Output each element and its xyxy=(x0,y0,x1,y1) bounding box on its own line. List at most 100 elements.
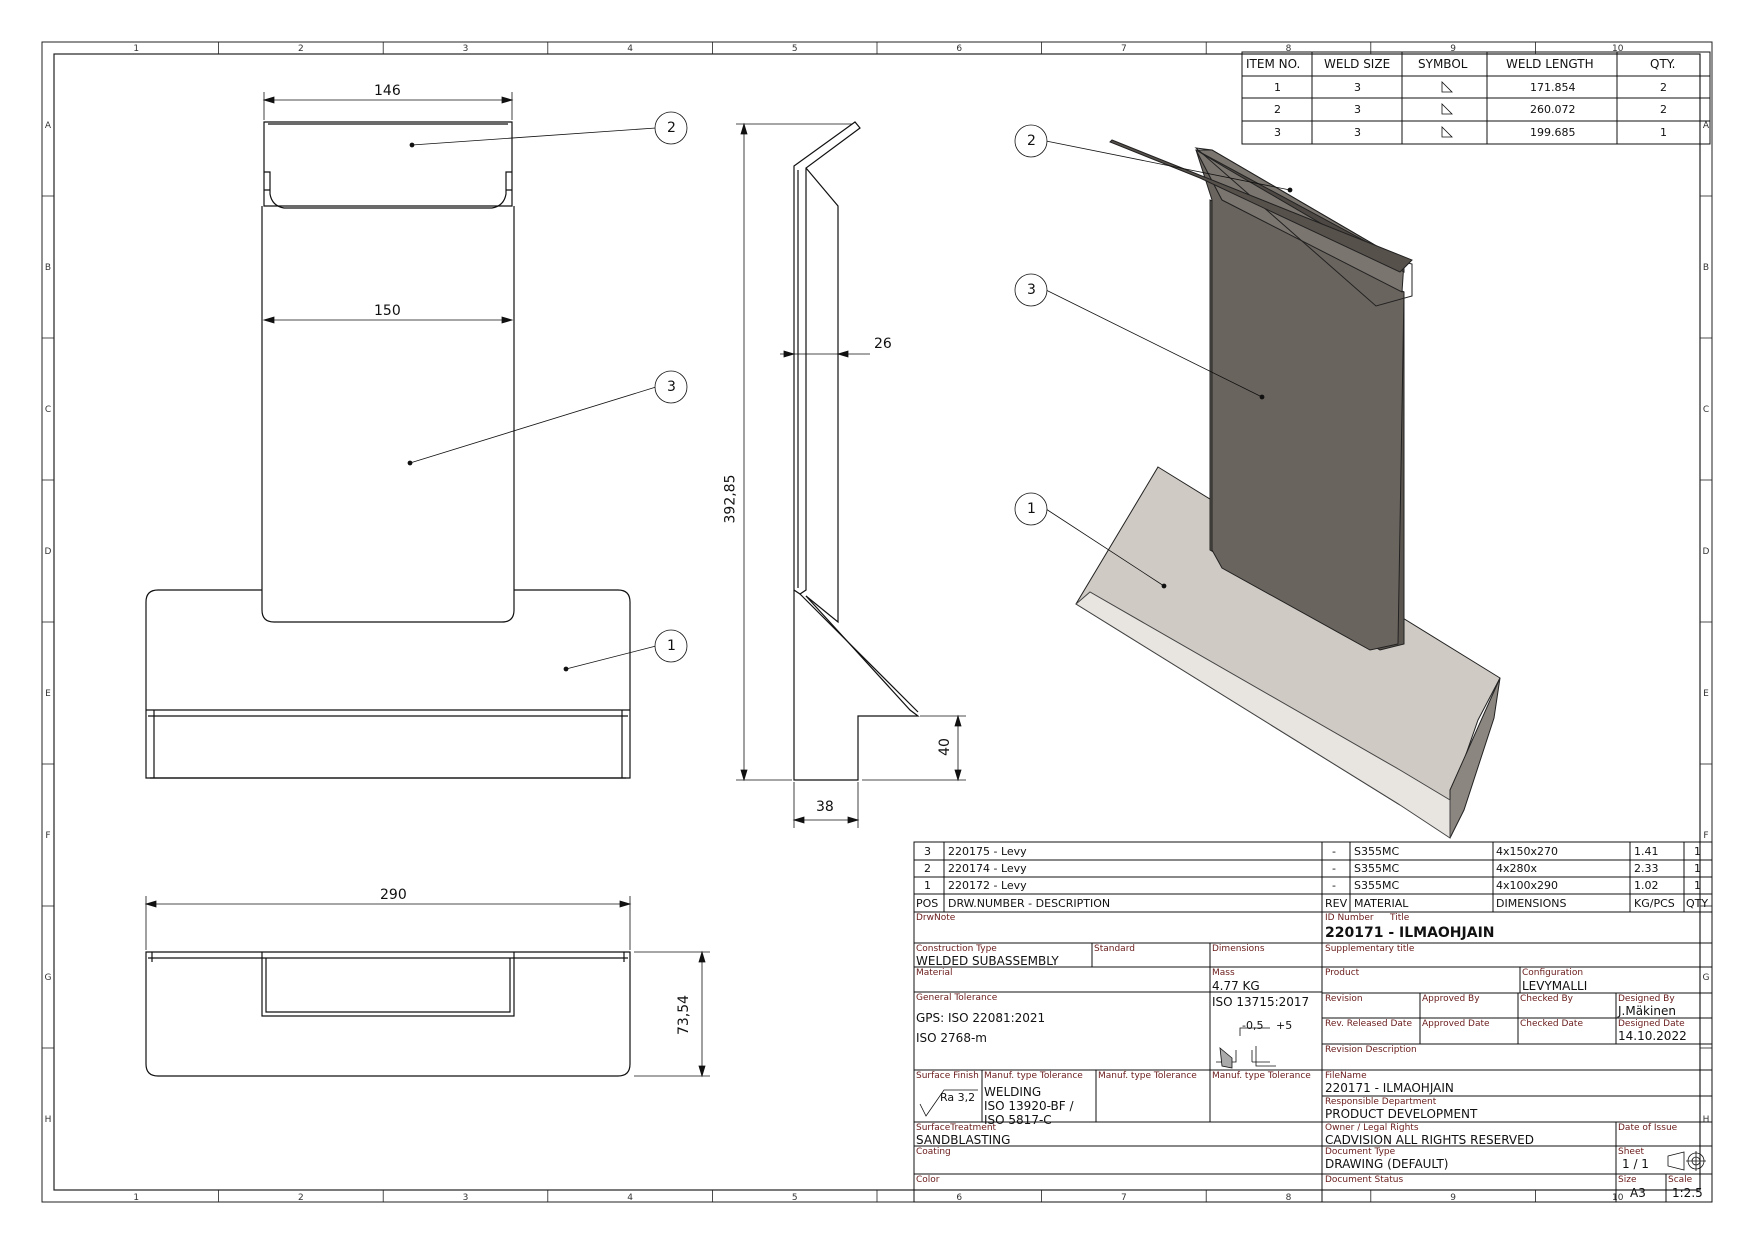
grid-column-label: 7 xyxy=(1121,1193,1127,1203)
dim-bottom-depth: 73,54 xyxy=(676,994,693,1036)
weld-row3-qty: 1 xyxy=(1660,126,1667,139)
weld-row2-item: 2 xyxy=(1274,103,1281,116)
grid-column-label: 7 xyxy=(1121,44,1127,54)
title-block-grid xyxy=(913,841,1713,1203)
part-row1-dims: 4x100x290 xyxy=(1496,879,1559,892)
weld-row3-length: 199.685 xyxy=(1530,126,1576,139)
document-status-label: Document Status xyxy=(1325,1175,1404,1185)
parts-header-qty: QTY xyxy=(1686,897,1709,910)
side-dimensions xyxy=(736,122,966,828)
sheet-size: A3 xyxy=(1630,1186,1646,1200)
balloon-front-2: 2 xyxy=(667,120,676,136)
surface-treatment: SANDBLASTING xyxy=(916,1133,1011,1147)
grid-column-label: 1 xyxy=(133,44,139,54)
manuf-tolerance-label-3: Manuf. type Tolerance xyxy=(1212,1071,1311,1081)
drwnote-label: DrwNote xyxy=(916,913,956,923)
iso-13715: ISO 13715:2017 xyxy=(1212,995,1310,1009)
dim-side-foot-width: 38 xyxy=(816,799,834,815)
part-row2-rev: - xyxy=(1332,862,1336,875)
part-row1-rev: - xyxy=(1332,879,1336,892)
weld-row3-size: 3 xyxy=(1354,126,1361,139)
sheet-number: 1 / 1 xyxy=(1622,1157,1649,1171)
parts-header-dims: DIMENSIONS xyxy=(1496,897,1567,910)
parts-header-desc: DRW.NUMBER - DESCRIPTION xyxy=(948,897,1111,910)
weld-row1-size: 3 xyxy=(1354,81,1361,94)
dim-side-thickness: 26 xyxy=(874,336,892,352)
responsible-department-label: Responsible Department xyxy=(1325,1097,1437,1107)
date-of-issue-label: Date of Issue xyxy=(1618,1123,1678,1133)
iso-balloons xyxy=(1014,124,1293,589)
weld-row2-qty: 2 xyxy=(1660,103,1667,116)
balloon-front-1: 1 xyxy=(667,638,676,654)
grid-column-label: 8 xyxy=(1286,1193,1292,1203)
weld-row3-item: 3 xyxy=(1274,126,1281,139)
part-row1-material: S355MC xyxy=(1354,879,1400,892)
part-row1-kg: 1.02 xyxy=(1634,879,1659,892)
front-balloons xyxy=(407,111,688,672)
dim-front-top: 146 xyxy=(374,83,401,99)
part-row2-dims: 4x280x xyxy=(1496,862,1538,875)
edge-minus: -0,5 xyxy=(1242,1019,1264,1032)
balloon-front-3: 3 xyxy=(667,379,676,395)
parts-header-kg: KG/PCS xyxy=(1634,897,1675,910)
grid-column-label: 4 xyxy=(627,1193,633,1203)
grid-column-label: 6 xyxy=(956,1193,962,1203)
grid-column-label: 9 xyxy=(1450,44,1456,54)
part-row3-desc: 220175 - Levy xyxy=(948,845,1027,858)
welding: WELDING xyxy=(984,1085,1042,1099)
part-row3-rev: - xyxy=(1332,845,1336,858)
owner: CADVISION ALL RIGHTS RESERVED xyxy=(1325,1133,1534,1147)
general-tolerance-label: General Tolerance xyxy=(916,993,998,1003)
document-type: DRAWING (DEFAULT) xyxy=(1325,1157,1449,1171)
isometric-view xyxy=(1075,139,1501,839)
revision-label: Revision xyxy=(1325,994,1363,1004)
balloon-iso-3: 3 xyxy=(1027,282,1036,298)
designed-by-label: Designed By xyxy=(1618,994,1675,1004)
designed-date-label: Designed Date xyxy=(1618,1019,1685,1029)
surface-finish-label: Surface Finish xyxy=(916,1071,979,1081)
coating-label: Coating xyxy=(916,1147,951,1157)
grid-column-label: 5 xyxy=(792,1193,798,1203)
weld-header-symbol: SYMBOL xyxy=(1418,57,1468,71)
weld-row1-item: 1 xyxy=(1274,81,1281,94)
part-row3-qty: 1 xyxy=(1694,845,1701,858)
color-label: Color xyxy=(916,1175,940,1185)
size-label: Size xyxy=(1618,1175,1637,1185)
grid-row-label: D xyxy=(1703,547,1710,557)
parts-header-pos: POS xyxy=(916,897,939,910)
gps-standard: GPS: ISO 22081:2021 xyxy=(916,1011,1046,1025)
document-type-label: Document Type xyxy=(1325,1147,1396,1157)
grid-row-label: D xyxy=(45,547,52,557)
designed-date: 14.10.2022 xyxy=(1618,1029,1687,1043)
sheet-label: Sheet xyxy=(1618,1147,1645,1157)
part-row2-kg: 2.33 xyxy=(1634,862,1659,875)
manuf-tolerance-label-2: Manuf. type Tolerance xyxy=(1098,1071,1197,1081)
checked-by-label: Checked By xyxy=(1520,994,1573,1004)
dim-bottom-width: 290 xyxy=(380,887,407,903)
filename-label: FileName xyxy=(1325,1071,1367,1081)
dimensions-label: Dimensions xyxy=(1212,944,1265,954)
dim-side-height: 392,85 xyxy=(722,474,739,524)
grid-row-label: B xyxy=(45,263,51,273)
title-label: Title xyxy=(1390,913,1410,923)
dim-side-foot-height: 40 xyxy=(936,738,953,756)
grid-row-label: G xyxy=(1703,973,1710,983)
weld-header-size: WELD SIZE xyxy=(1324,57,1391,71)
grid-column-label: 2 xyxy=(298,1193,304,1203)
filename: 220171 - ILMAOHJAIN xyxy=(1325,1081,1454,1095)
grid-row-label: H xyxy=(1703,1115,1710,1125)
surface-finish-symbol xyxy=(919,1089,978,1117)
part-row1-desc: 220172 - Levy xyxy=(948,879,1027,892)
material-label: Material xyxy=(916,968,953,978)
construction-type: WELDED SUBASSEMBLY xyxy=(916,954,1059,968)
part-row1-pos: 1 xyxy=(924,879,931,892)
id-number-label: ID Number xyxy=(1325,913,1374,923)
grid-row-label: E xyxy=(45,689,51,699)
grid-row-label: C xyxy=(1703,405,1709,415)
checked-date-label: Checked Date xyxy=(1520,1019,1583,1029)
designed-by: J.Mäkinen xyxy=(1618,1004,1676,1018)
parts-header-rev: REV xyxy=(1325,897,1348,910)
drawing-scale: 1:2.5 xyxy=(1672,1186,1703,1200)
part-row1-qty: 1 xyxy=(1694,879,1701,892)
